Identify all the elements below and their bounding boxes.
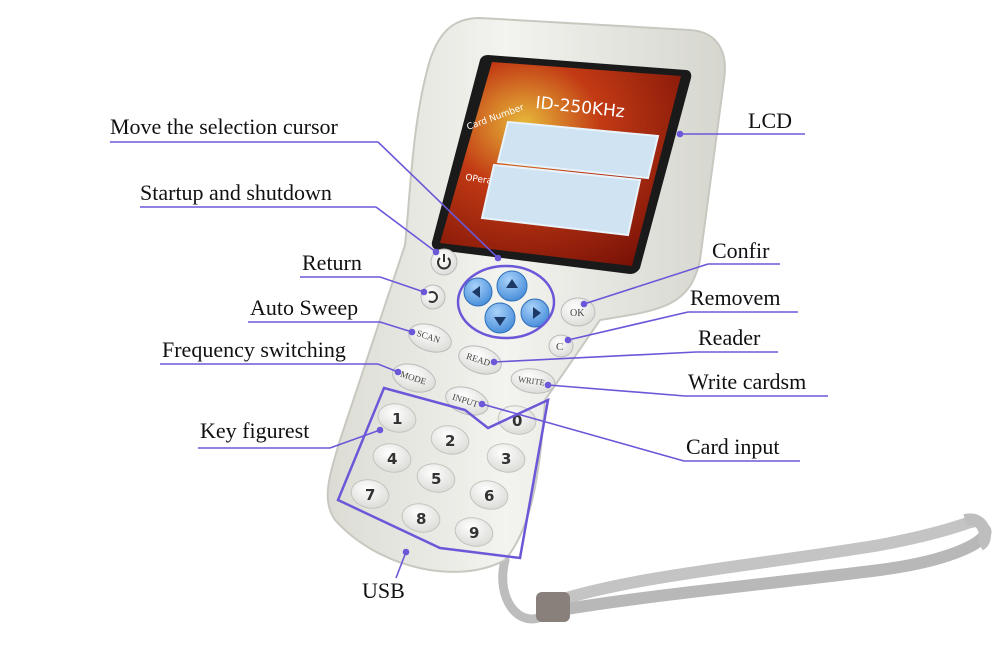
- digit-key-1[interactable]: [376, 400, 419, 435]
- digit-key-label: 3: [501, 450, 511, 468]
- leader-usb: [395, 551, 407, 579]
- label-write-cards: Write cardsm: [688, 369, 807, 394]
- digit-key-label: 9: [469, 524, 479, 542]
- label-startup: Startup and shutdown: [140, 180, 332, 205]
- digit-key-9[interactable]: [453, 514, 496, 549]
- digit-key-label: 4: [387, 450, 397, 468]
- digit-key-label: 0: [512, 412, 522, 430]
- power-icon: [437, 254, 451, 270]
- write-button[interactable]: [510, 366, 557, 396]
- right-arrow-icon: [533, 307, 541, 319]
- label-auto-sweep: Auto Sweep: [250, 295, 359, 320]
- label-key-figures: Key figurest: [200, 418, 310, 443]
- lcd-card-field: [496, 120, 660, 180]
- digit-key-label: 1: [392, 410, 402, 428]
- label-confir: Confir: [712, 238, 770, 263]
- callout-leaders: [110, 130, 828, 579]
- digit-key-7[interactable]: [349, 476, 392, 511]
- left-arrow-icon: [472, 286, 480, 298]
- ok-key-label: OK: [570, 308, 585, 319]
- digit-key-label: 7: [365, 486, 375, 504]
- digit-key-6[interactable]: [468, 477, 511, 512]
- nav-pad-highlight: [456, 264, 556, 340]
- numeric-keypad: 1 0 2 3 4 5 6 7 8 9: [349, 400, 539, 549]
- digit-key-2[interactable]: [429, 422, 472, 457]
- digit-key-label: 5: [431, 470, 441, 488]
- read-button[interactable]: [455, 341, 505, 379]
- up-arrow-icon: [506, 279, 518, 288]
- label-lcd: LCD: [748, 108, 792, 133]
- digit-key-0[interactable]: [496, 402, 539, 437]
- label-frequency: Frequency switching: [162, 337, 346, 362]
- label-return: Return: [302, 250, 362, 275]
- write-key-label: WRITE: [517, 374, 545, 388]
- c-key-label: C: [556, 341, 563, 353]
- mode-button[interactable]: [389, 359, 439, 397]
- label-removem: Removem: [690, 285, 781, 310]
- label-card-input: Card input: [686, 434, 780, 459]
- digit-key-3[interactable]: [485, 440, 528, 475]
- return-icon: [428, 291, 438, 303]
- lcd-operation-field: [480, 163, 642, 237]
- digit-key-label: 2: [445, 432, 455, 450]
- return-button[interactable]: [420, 284, 446, 310]
- digit-key-label: 6: [484, 487, 494, 505]
- strap-clip: [536, 592, 570, 622]
- digit-key-4[interactable]: [371, 440, 414, 475]
- digit-key-8[interactable]: [400, 500, 443, 535]
- keypad-highlight: [336, 386, 550, 560]
- label-usb: USB: [362, 578, 405, 603]
- label-move-cursor: Move the selection cursor: [110, 114, 338, 139]
- digit-key-5[interactable]: [415, 460, 458, 495]
- down-arrow-icon: [494, 317, 506, 326]
- annotation-highlights: [336, 264, 556, 560]
- digit-key-label: 8: [416, 510, 426, 528]
- label-reader: Reader: [698, 325, 761, 350]
- lanyard-strap: [498, 513, 992, 624]
- navigation-pad: [463, 270, 550, 334]
